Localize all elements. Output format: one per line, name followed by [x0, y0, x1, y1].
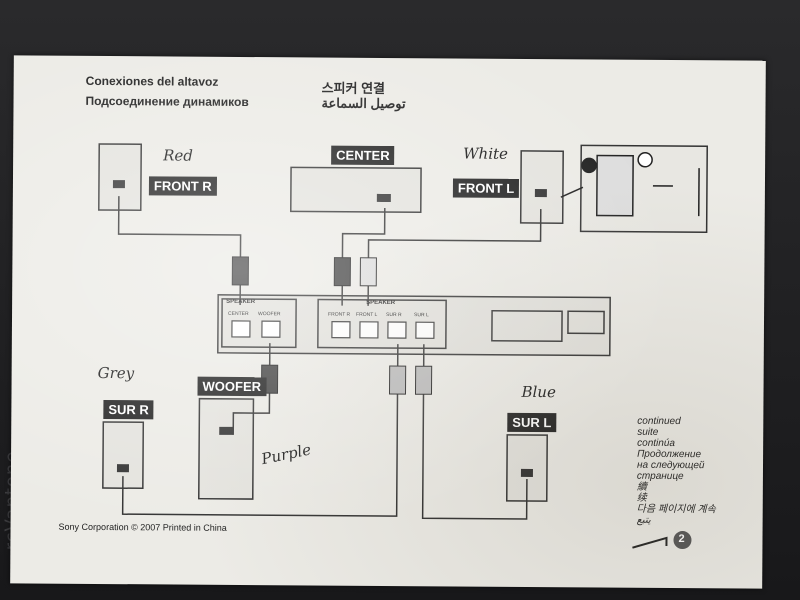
rear-io-panel-2 — [567, 310, 605, 335]
continued-zh-trad: 續 — [636, 481, 647, 493]
front-l-speaker — [519, 150, 564, 224]
handwritten-grey: Grey — [97, 363, 135, 383]
instruction-sheet: Conexiones del altavoz Подсоединение дин… — [10, 55, 766, 589]
continued-en: continued — [637, 415, 681, 428]
woofer-speaker — [198, 397, 255, 500]
speaker-block-left — [221, 298, 297, 349]
terminal-sur-r: SUR R — [386, 311, 402, 319]
terminal-center: CENTER — [228, 310, 249, 318]
center-speaker — [290, 166, 422, 213]
handwritten-white: White — [463, 144, 509, 163]
woofer-label: WOOFER — [197, 376, 267, 397]
speaker-header-left: SPEAKER — [226, 298, 256, 306]
continued-ko: 다음 페이지에 계속 — [636, 503, 716, 516]
sur-l-label: SUR L — [507, 412, 557, 433]
continued-ru-2: на следующей — [636, 459, 705, 472]
terminal-woofer: WOOFER — [258, 311, 281, 318]
continued-ru-3: странице — [636, 470, 684, 483]
terminal-front-l: FRONT L — [356, 311, 378, 318]
continued-es: continúa — [637, 437, 676, 450]
front-l-plug — [359, 257, 377, 287]
front-l-label: FRONT L — [452, 178, 520, 198]
footer-copyright: Sony Corporation © 2007 Printed in China — [58, 521, 227, 533]
center-plug — [333, 257, 351, 287]
sur-r-label: SUR R — [103, 400, 154, 420]
sur-l-plug — [414, 365, 433, 395]
speaker-block-right — [317, 298, 447, 350]
front-r-plug — [231, 256, 249, 286]
rear-io-panel — [491, 309, 563, 342]
speaker-header-right: SPEAKER — [366, 299, 396, 307]
handwritten-red: Red — [163, 146, 194, 165]
terminal-front-r: FRONT R — [328, 311, 351, 318]
center-label: CENTER — [331, 145, 395, 166]
front-r-speaker — [98, 143, 142, 212]
page-number: 2 — [678, 533, 685, 546]
continued-zh-simp: 续 — [636, 492, 647, 504]
continued-ru-1: Продолжение — [637, 448, 702, 461]
sur-r-plug — [388, 365, 407, 395]
front-r-label: FRONT R — [148, 176, 217, 196]
continued-fr: suite — [637, 426, 659, 438]
terminal-sur-l: SUR L — [414, 312, 429, 319]
connection-diagram — [98, 143, 708, 550]
continued-ar: يتبع — [636, 514, 651, 526]
handwritten-blue: Blue — [521, 382, 556, 402]
